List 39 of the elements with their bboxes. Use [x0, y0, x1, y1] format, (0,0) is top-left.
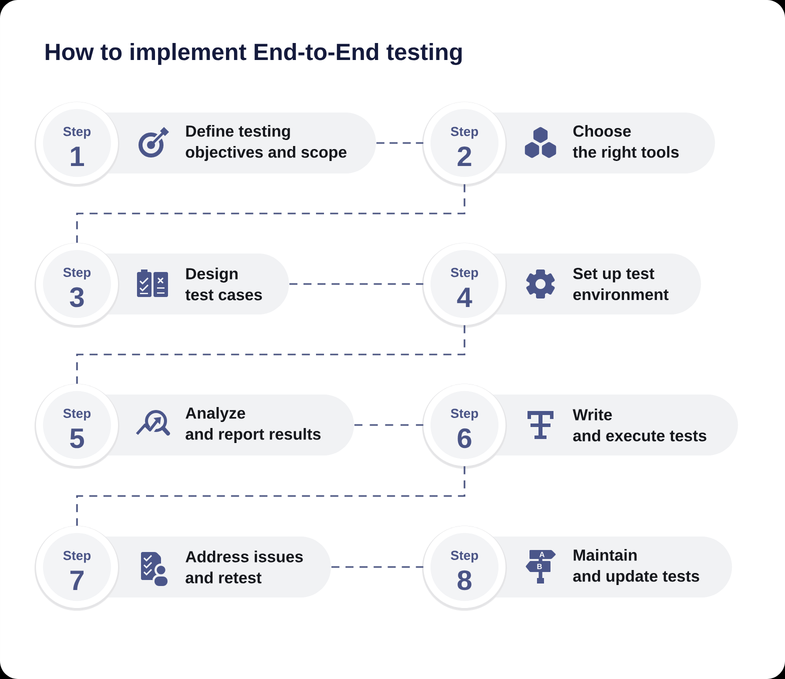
node-label: Maintain and update tests — [573, 549, 700, 585]
node-label: Analyze and report results — [186, 407, 321, 443]
step-pill: Set up test environment — [508, 254, 701, 314]
node-label: Set up test environment — [573, 268, 669, 300]
node-label: 6 — [458, 428, 472, 448]
step-pill: Design test cases — [121, 254, 289, 314]
node-label: Step — [63, 550, 91, 563]
node-label: Step — [63, 268, 91, 280]
connector-line — [354, 424, 424, 426]
connector-line — [331, 566, 424, 568]
node-label: Step — [63, 126, 91, 139]
node-label: Step — [450, 268, 478, 280]
node-label: Define testing objectives and scope — [186, 125, 346, 161]
step-pill: Address issues and retest — [121, 536, 331, 598]
node-label: 2 — [458, 146, 472, 166]
node-label: Step — [63, 408, 91, 421]
node-label: Step — [450, 550, 478, 563]
node-label: 1 — [70, 146, 84, 166]
node-label: 7 — [70, 570, 84, 590]
step-pill: Choose the right tools — [508, 112, 715, 174]
step-pill: Analyze and report results — [121, 394, 354, 456]
connector-line — [76, 466, 466, 526]
title: How to implement End-to-End testing — [46, 42, 462, 65]
node-label: Choose the right tools — [572, 125, 679, 161]
step-pill: Define testing objectives and scope — [121, 112, 376, 174]
node-label: 8 — [458, 570, 472, 590]
connector-line — [76, 184, 466, 243]
node-label: Design test cases — [185, 268, 262, 300]
node-label: Step — [450, 126, 478, 139]
node-label: 5 — [70, 428, 84, 448]
node-label: Step — [450, 408, 478, 421]
connector-line — [76, 325, 466, 384]
node-label: Address issues and retest — [186, 550, 303, 584]
connector-line — [289, 283, 424, 285]
connector-line — [376, 142, 424, 144]
node-label: Write and execute tests — [572, 408, 706, 442]
node-label: 4 — [457, 288, 472, 307]
node-label: 3 — [70, 287, 84, 308]
step-pill: Write and execute tests — [508, 394, 738, 456]
